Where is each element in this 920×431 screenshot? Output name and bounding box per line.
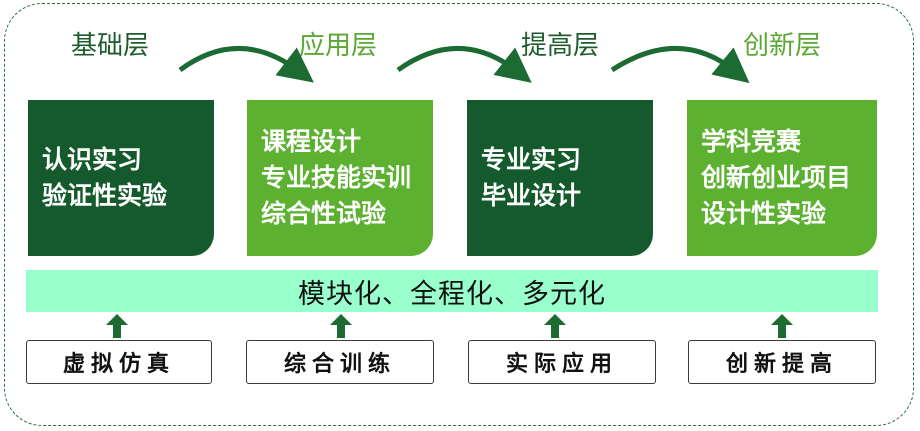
up-arrow-icon bbox=[330, 314, 352, 338]
card-basic-line-1: 认识实习 bbox=[42, 145, 143, 174]
card-advanced-line-2: 毕业设计 bbox=[481, 181, 582, 210]
tag-practical-application: 实际应用 bbox=[468, 340, 656, 384]
layer-title-basic: 基础层 bbox=[70, 31, 149, 61]
card-application: 课程设计 专业技能实训 综合性试验 bbox=[247, 100, 433, 256]
tag-innovation-improvement: 创新提高 bbox=[688, 340, 876, 384]
curved-arrow-icon bbox=[610, 46, 750, 84]
up-arrow-icon bbox=[771, 314, 793, 338]
card-application-line-2: 专业技能实训 bbox=[261, 163, 412, 192]
card-application-line-3: 综合性试验 bbox=[261, 199, 387, 228]
card-innovation-line-2: 创新创业项目 bbox=[701, 163, 852, 192]
up-arrow-icon bbox=[106, 314, 128, 338]
card-basic-line-2: 验证性实验 bbox=[42, 181, 168, 210]
card-advanced: 专业实习 毕业设计 bbox=[467, 100, 653, 256]
layer-title-innovation: 创新层 bbox=[742, 31, 821, 61]
layer-title-advanced: 提高层 bbox=[520, 31, 599, 61]
curved-arrow-icon bbox=[178, 46, 314, 83]
diagram-frame bbox=[4, 3, 914, 426]
principle-band: 模块化、全程化、多元化 bbox=[26, 270, 878, 312]
card-application-line-1: 课程设计 bbox=[261, 127, 362, 156]
up-arrow-icon bbox=[544, 314, 566, 338]
card-innovation: 学科竞赛 创新创业项目 设计性实验 bbox=[687, 100, 877, 256]
card-advanced-line-1: 专业实习 bbox=[481, 145, 582, 174]
tag-comprehensive-training: 综合训练 bbox=[246, 340, 434, 384]
card-basic: 认识实习 验证性实验 bbox=[28, 100, 214, 256]
tag-virtual-simulation: 虚拟仿真 bbox=[26, 340, 212, 384]
card-innovation-line-3: 设计性实验 bbox=[701, 199, 827, 228]
card-innovation-line-1: 学科竞赛 bbox=[701, 127, 802, 156]
curved-arrow-icon bbox=[396, 46, 532, 83]
